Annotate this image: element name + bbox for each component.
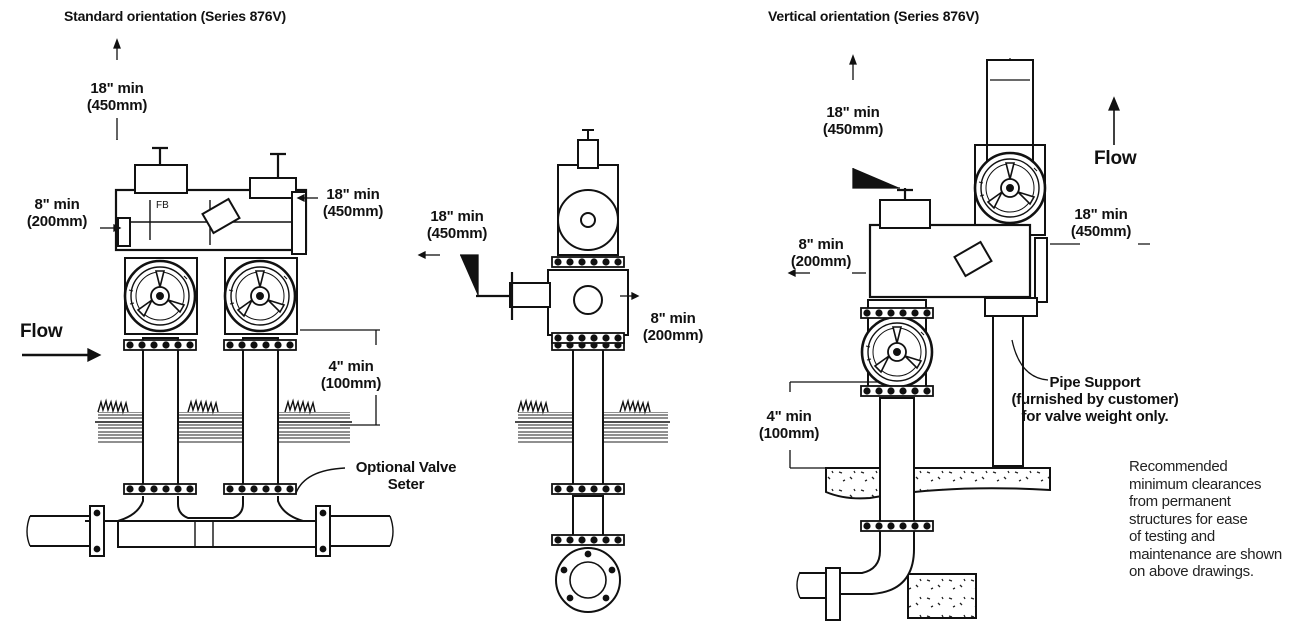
standard-orientation-title: Standard orientation (Series 876V) bbox=[64, 8, 286, 24]
vertical-top-clearance: 18" min(450mm) bbox=[822, 104, 884, 138]
standard-left-clearance: 8" min(200mm) bbox=[26, 196, 88, 230]
recommended-clearances-note: Recommended minimum clearances from perm… bbox=[1129, 458, 1282, 580]
standard-dimension-lines bbox=[22, 38, 380, 426]
side-right-clearance: 8" min(200mm) bbox=[642, 310, 704, 344]
setter-leader-line bbox=[295, 467, 346, 494]
pipe-support-label: Pipe Support (furnished by customer) for… bbox=[1011, 374, 1179, 425]
vertical-bottom-clearance: 4" min(100mm) bbox=[758, 408, 820, 442]
side-left-clearance: 18" min(450mm) bbox=[426, 208, 488, 242]
standard-right-clearance: 18" min(450mm) bbox=[322, 186, 384, 220]
standard-bottom-clearance: 4" min(100mm) bbox=[320, 358, 382, 392]
standard-top-clearance: 18" min(450mm) bbox=[86, 80, 148, 114]
vertical-flow-label: Flow bbox=[1094, 148, 1137, 169]
vertical-right-clearance: 18" min(450mm) bbox=[1070, 206, 1132, 240]
vertical-dimension-lines bbox=[787, 54, 1150, 469]
vertical-left-clearance: 8" min(200mm) bbox=[790, 236, 852, 270]
standard-assembly: FB bbox=[26, 146, 394, 557]
side-view-assembly bbox=[476, 129, 670, 613]
svg-text:FB: FB bbox=[156, 200, 169, 211]
standard-flow-label: Flow bbox=[20, 321, 63, 342]
vertical-orientation-title: Vertical orientation (Series 876V) bbox=[768, 8, 980, 24]
side-dimension-lines bbox=[417, 250, 640, 301]
vertical-assembly bbox=[796, 58, 1051, 621]
